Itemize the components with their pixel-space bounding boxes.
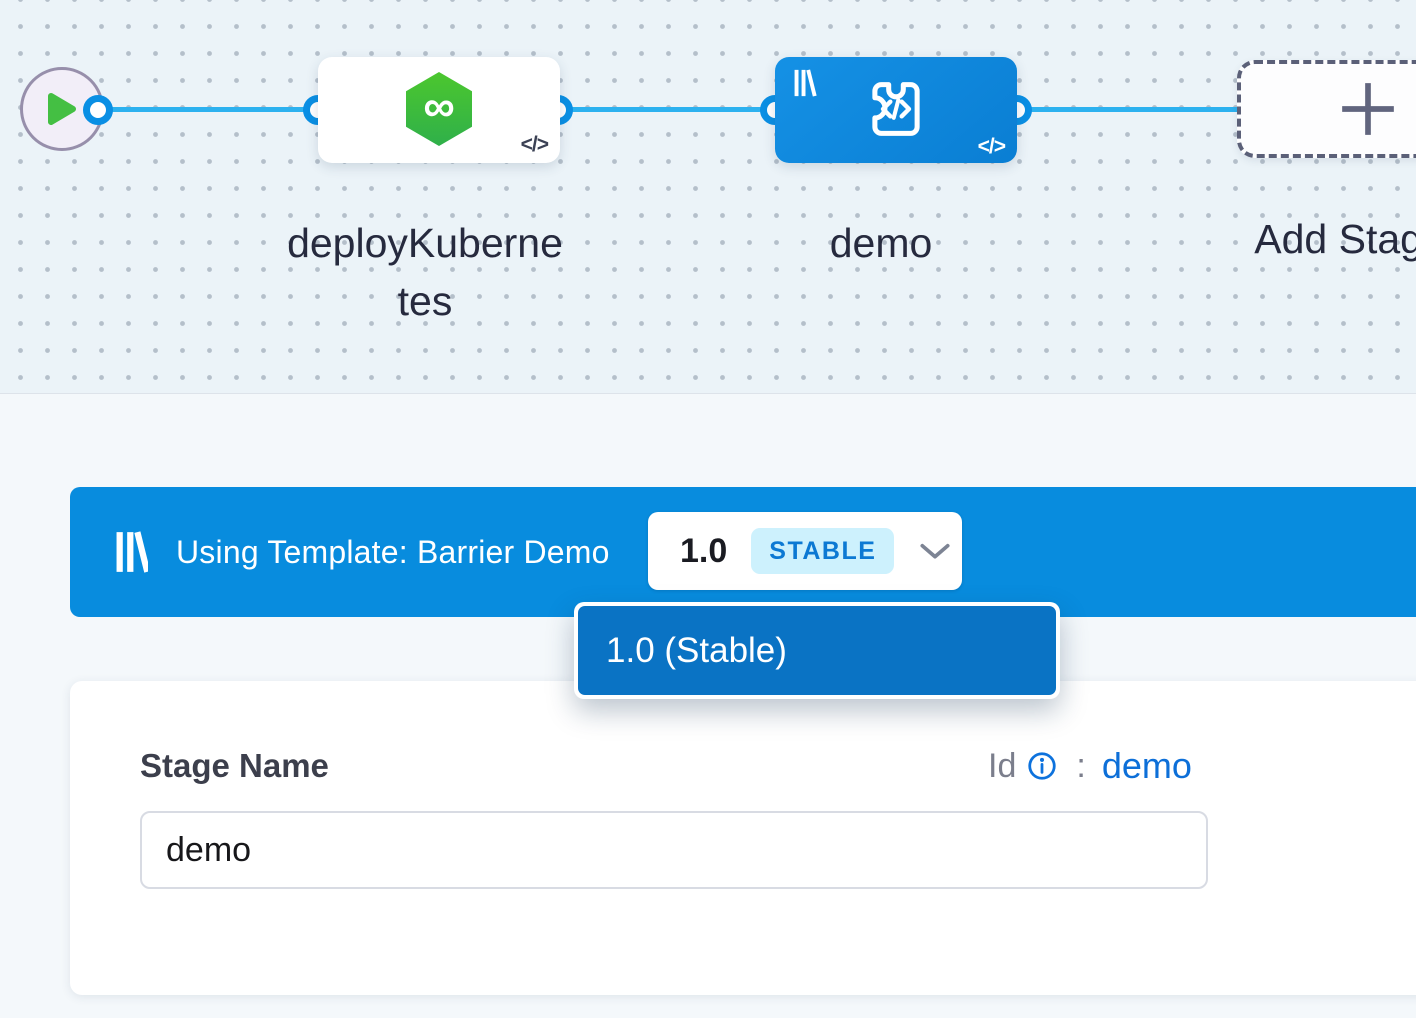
deploy-stage-icon: ∞ (406, 72, 472, 146)
template-banner-message: Using Template: Barrier Demo (176, 533, 610, 570)
code-view-icon[interactable]: </> (520, 133, 549, 156)
version-option-1-0-stable[interactable]: 1.0 (Stable) (578, 606, 1056, 695)
stage-node-deploykubernetes[interactable]: ∞ </> (318, 57, 560, 163)
custom-stage-icon (857, 70, 935, 153)
pipeline-canvas[interactable]: ∞ </> </> (0, 0, 1416, 394)
info-icon[interactable] (1026, 750, 1058, 782)
code-view-icon[interactable]: </> (977, 135, 1006, 158)
stage-node-demo[interactable]: </> (775, 57, 1017, 163)
template-library-icon (791, 69, 817, 102)
connector-edge (110, 107, 306, 112)
template-version: 1.0 (680, 531, 728, 570)
add-stage-label: Add Stage (1254, 216, 1416, 262)
stage-label-demo: demo (829, 220, 933, 266)
stage-config-panel: Using Template: Barrier Demo 1.0 STABLE … (0, 395, 1416, 1018)
infinity-glyph: ∞ (423, 82, 455, 131)
stage-name-input[interactable] (140, 811, 1208, 889)
play-icon (48, 93, 76, 125)
stage-label-deploykubernetes: deployKubernetes (287, 220, 563, 324)
template-banner: Using Template: Barrier Demo 1.0 STABLE (70, 487, 1416, 617)
id-separator: : (1076, 746, 1086, 785)
stable-badge: STABLE (751, 528, 895, 574)
add-stage-button[interactable] (1237, 60, 1416, 158)
stage-id-value[interactable]: demo (1101, 745, 1192, 786)
stage-name-label: Stage Name (140, 747, 329, 784)
id-label: Id (988, 746, 1017, 785)
connector-edge (1029, 107, 1241, 112)
version-dropdown-menu: 1.0 (Stable) (574, 602, 1060, 699)
connector-edge (570, 107, 762, 112)
plus-icon (1342, 83, 1394, 135)
stage-overview-card: Stage Name Id : demo (70, 681, 1416, 995)
connector-port (83, 95, 113, 125)
stage-id-row: Id : demo (988, 743, 1192, 789)
template-version-selector[interactable]: 1.0 STABLE (648, 512, 962, 590)
chevron-down-icon[interactable] (920, 543, 950, 560)
template-library-icon (114, 529, 148, 575)
